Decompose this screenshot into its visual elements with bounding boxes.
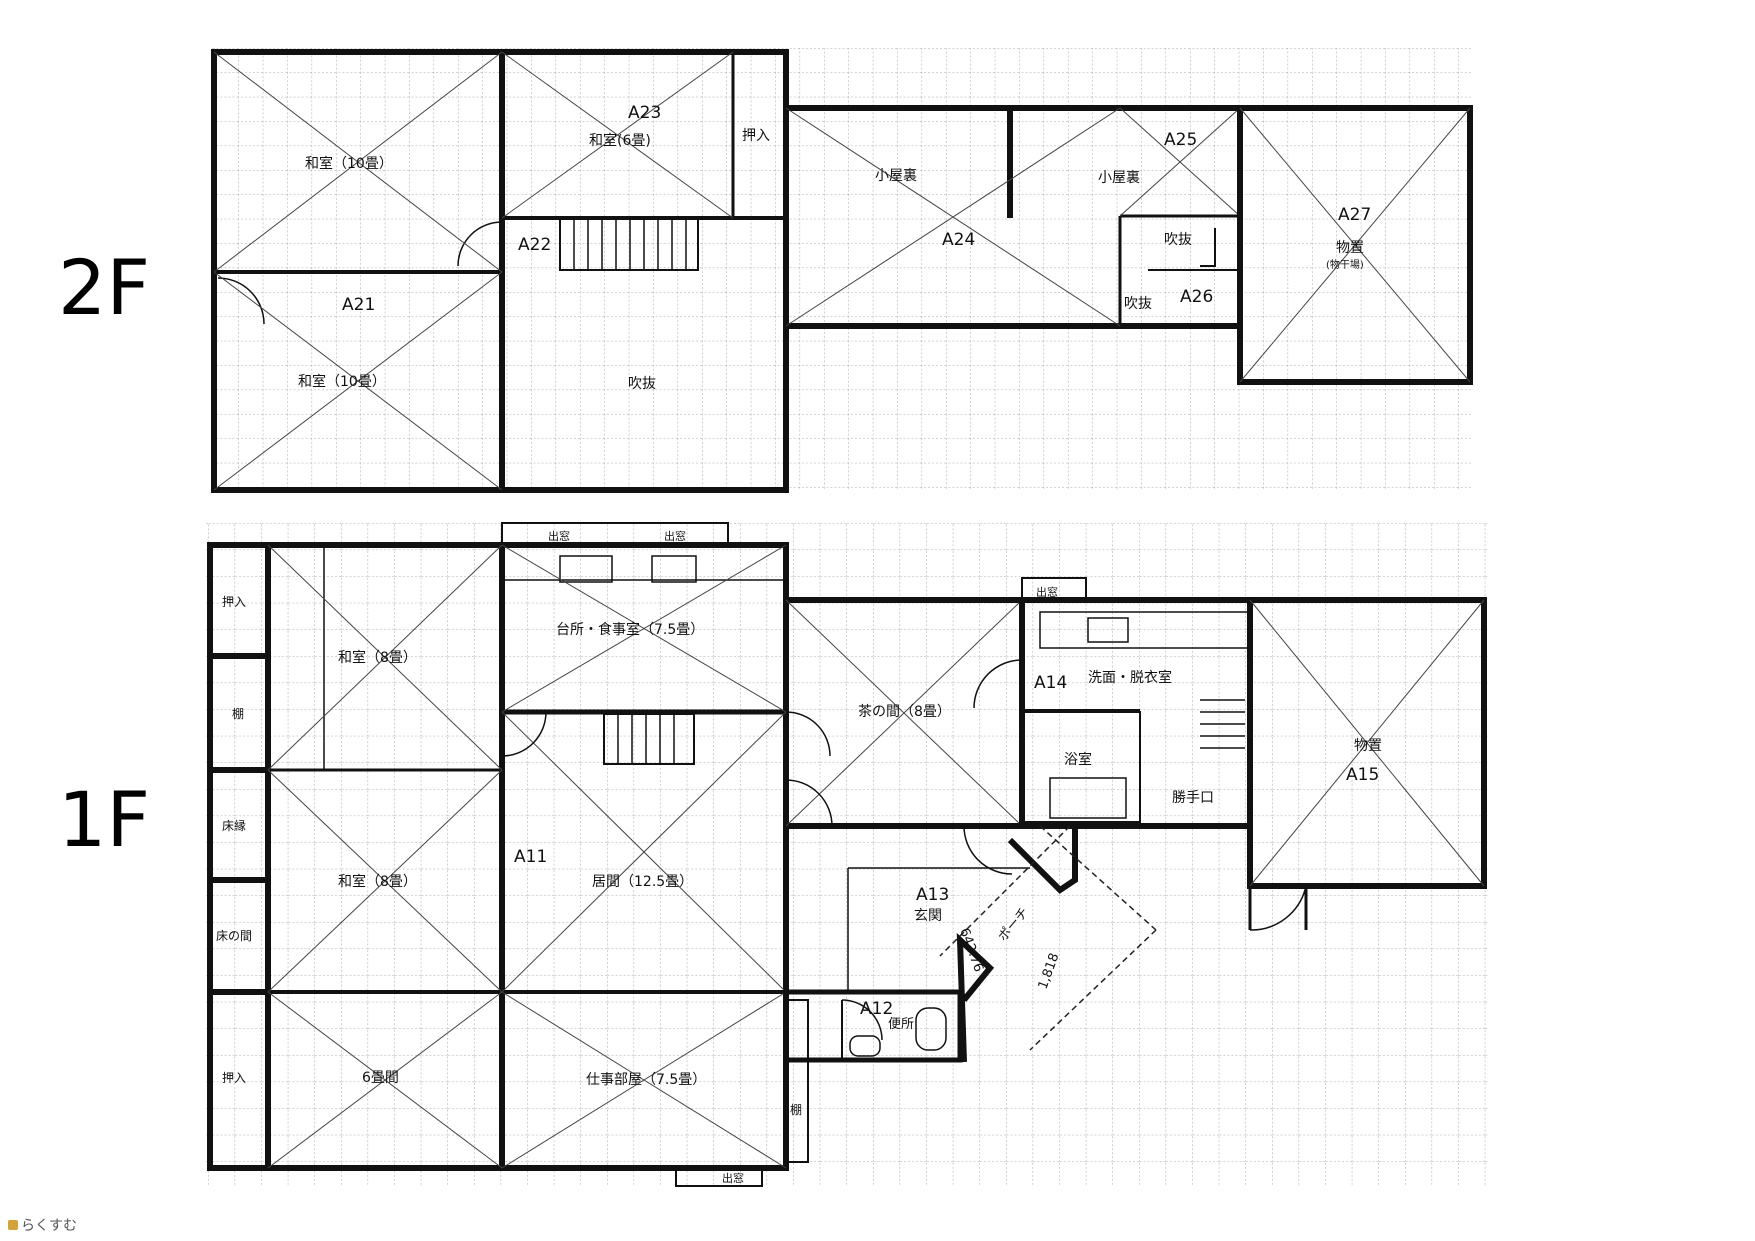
room-label: 棚 — [790, 1102, 802, 1117]
room-label: 小屋裏 — [875, 167, 917, 184]
room-label: 浴室 — [1064, 751, 1092, 768]
room-label: 棚 — [232, 706, 244, 721]
room-label: 物置 — [1336, 240, 1364, 256]
room-label: 押入 — [742, 128, 770, 144]
room-label: A21 — [342, 295, 375, 315]
room-label: 出窓 — [722, 1171, 744, 1185]
floor-label-2f: 2F — [58, 243, 151, 332]
room-label: 押入 — [222, 595, 246, 609]
grid-1f — [206, 523, 1488, 1186]
room-label: 和室（8畳） — [338, 873, 417, 890]
room-label: 和室（10畳） — [298, 373, 386, 390]
room-label: 仕事部屋（7.5畳） — [586, 1072, 706, 1088]
labels-1f: 押入 棚 床縁 床の間 押入 和室（8畳） 和室（8畳） 6畳間 出窓 出窓 台… — [216, 529, 1382, 1185]
labels-2f: 和室（10畳） A21 和室（10畳） A23 和室(6畳) 押入 A22 吹抜… — [298, 103, 1371, 392]
room-label: A26 — [1180, 287, 1213, 307]
floor-2f — [211, 49, 1473, 493]
room-label: 居間（12.5畳） — [592, 874, 693, 890]
room-label: 和室(6畳) — [589, 132, 651, 149]
room-label: 出窓 — [1036, 585, 1058, 599]
room-label: 玄関 — [914, 907, 942, 924]
room-label: 茶の間（8畳） — [858, 704, 951, 720]
room-label: A12 — [860, 999, 893, 1019]
floor-label-1f: 1F — [58, 775, 151, 864]
room-label: 洗面・脱衣室 — [1088, 669, 1172, 686]
room-label: 床縁 — [222, 818, 246, 833]
room-label: 吹抜 — [1124, 296, 1152, 312]
house-icon — [8, 1220, 18, 1230]
room-label: A27 — [1338, 205, 1371, 225]
floor-1f — [207, 522, 1487, 1187]
room-label: 物置 — [1354, 738, 1382, 754]
room-label: 押入 — [222, 1071, 246, 1085]
room-label: 便所 — [888, 1017, 914, 1032]
room-label: 出窓 — [664, 529, 686, 543]
room-label: 吹抜 — [628, 376, 656, 392]
room-label: 出窓 — [548, 529, 570, 543]
room-label: (物干場) — [1326, 258, 1364, 271]
room-label: 小屋裏 — [1098, 169, 1140, 186]
grid-2f — [210, 48, 1472, 490]
room-label: A25 — [1164, 130, 1197, 150]
room-label: A22 — [518, 235, 551, 255]
room-label: A24 — [942, 230, 975, 250]
room-label: A23 — [628, 103, 661, 123]
room-label: 台所・食事室（7.5畳） — [556, 621, 704, 638]
brand-text: らくすむ — [21, 1218, 77, 1234]
room-label: 6畳間 — [362, 1070, 399, 1086]
room-label: 和室（10畳） — [305, 155, 393, 172]
room-label: 吹抜 — [1164, 232, 1192, 248]
room-label: 勝手口 — [1172, 790, 1214, 806]
room-label: 和室（8畳） — [338, 649, 417, 666]
room-label: A14 — [1034, 673, 1067, 693]
room-label: A15 — [1346, 765, 1379, 785]
room-label: A11 — [514, 847, 547, 867]
room-label: 床の間 — [216, 929, 252, 943]
brand-logo: らくすむ — [8, 1215, 77, 1235]
room-label: A13 — [916, 885, 949, 905]
